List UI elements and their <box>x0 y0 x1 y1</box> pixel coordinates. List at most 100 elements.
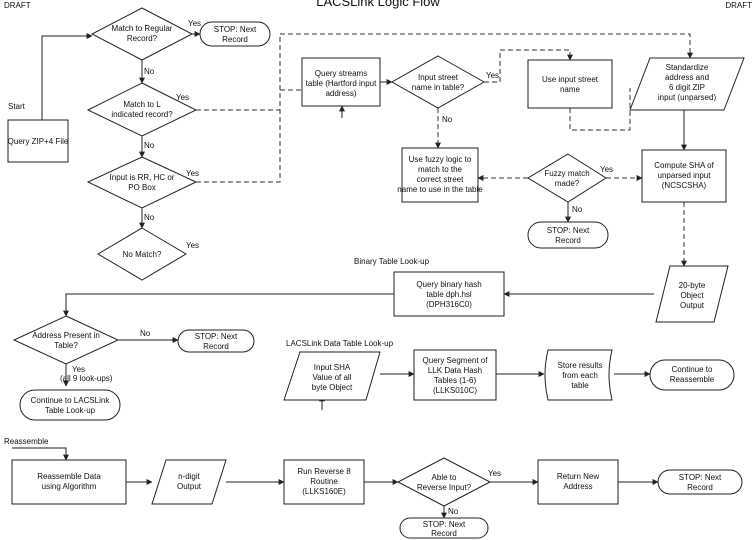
node-query-binary-label-2: table dph.hsl <box>426 290 472 299</box>
node-fuzzy-logic-label-1: Use fuzzy logic to <box>409 155 472 164</box>
node-return-new: Return New Address <box>537 459 619 505</box>
node-stop1-label-1: STOP: Next <box>214 25 257 34</box>
edge-label-yes-2: Yes <box>176 93 189 102</box>
edge-label-yes-3: Yes <box>186 169 199 178</box>
node-query-street-label-1: Query streams <box>315 69 367 78</box>
node-digit-output-label-2: Output <box>177 482 202 491</box>
node-standardize-label-4: input (unparsed) <box>658 93 717 102</box>
node-run-reverse-label-1: Run Reverse 8 <box>297 467 351 476</box>
node-stop3-label-2: Record <box>203 342 229 351</box>
edge-street-yes <box>484 49 573 83</box>
edge-label-no-4: No <box>442 115 453 124</box>
edge-label-no-2: No <box>144 141 155 150</box>
section-start: Start <box>8 102 26 111</box>
edge-use-street-down <box>569 88 631 131</box>
node-digit-output: n-digit Output <box>151 459 227 505</box>
node-query-street: Query streams table (Hartford input addr… <box>301 57 381 107</box>
node-input-street-label-2: name in table? <box>412 83 465 92</box>
node-use-street-label-1: Use input street <box>542 75 599 84</box>
node-match-lacs-label-2: indicated record? <box>111 110 173 119</box>
node-query-segment: Query Segment of LLK Data Hash Tables (1… <box>413 349 497 401</box>
node-stop2: STOP: Next Record <box>527 221 609 249</box>
node-stop5: STOP: Next Record <box>399 517 489 539</box>
node-fuzzy-logic-label-3: correct street <box>417 175 464 184</box>
node-return-new-label-1: Return New <box>557 472 599 481</box>
node-fuzzy-made: Fuzzy match made? <box>527 153 607 203</box>
edge-label-yes-7: Yes <box>72 365 85 374</box>
node-stop5-label-2: Record <box>431 529 457 538</box>
edge-label-yes-8: Yes <box>488 469 501 478</box>
node-query-binary: Query binary hash table dph.hsl (DPH316C… <box>393 271 505 317</box>
node-continue-reassemble-label-1: Continue to <box>672 365 713 374</box>
node-compute-sha-label-3: (NCSCSHA) <box>662 181 707 190</box>
node-no-match-label: No Match? <box>123 250 162 259</box>
edge-label-all9: (all 9 look-ups) <box>60 374 113 383</box>
node-standardize: Standardize address and 6 digit ZIP inpu… <box>629 57 745 111</box>
node-store-results-label-2: from each <box>562 371 598 380</box>
node-run-reverse-label-2: Routine <box>310 477 338 486</box>
node-query-binary-label-1: Query binary hash <box>416 280 481 289</box>
node-digit-output-label-1: n-digit <box>178 472 201 481</box>
node-input-sha-label-1: Input SHA <box>314 363 351 372</box>
section-lacs-data: LACSLink Data Table Look-up <box>286 339 394 348</box>
node-no-match: No Match? <box>97 227 187 281</box>
node-match-regular-label-1: Match to Regular <box>112 24 173 33</box>
edge-label-yes-6: Yes <box>600 165 613 174</box>
corner-label-left: DRAFT <box>4 1 31 10</box>
node-obj20-label-3: Output <box>680 301 705 310</box>
node-obj20: 20-byte Object Output <box>655 265 729 323</box>
node-query-binary-label-3: (DPH316C0) <box>426 300 472 309</box>
node-fuzzy-logic-label-2: match to the <box>418 165 463 174</box>
node-match-lacs: Match to L indicated record? <box>86 82 198 137</box>
edge-label-no-3: No <box>144 213 155 222</box>
edge-reassemble-in <box>12 447 69 461</box>
node-fuzzy-made-label-2: made? <box>555 179 580 188</box>
node-able-reverse-label-1: Able to <box>432 473 457 482</box>
node-reassemble-data: Reassemble Data using Algorithm <box>11 459 127 505</box>
node-continue-reassemble-label-2: Reassemble <box>670 375 715 384</box>
node-continue-lacs-label-2: Table Look-up <box>45 406 96 415</box>
node-query-street-label-3: address) <box>325 89 356 98</box>
node-query-street-label-2: table (Hartford input <box>306 79 377 88</box>
node-compute-sha-label-2: unparsed input <box>658 171 712 180</box>
node-fuzzy-logic: Use fuzzy logic to match to the correct … <box>397 147 483 203</box>
node-compute-sha: Compute SHA of unparsed input (NCSCSHA) <box>641 149 727 203</box>
node-obj20-label-1: 20-byte <box>679 281 706 290</box>
edge-labels: Yes No Yes No Yes No Yes Yes No Yes No N… <box>60 19 613 516</box>
node-standardize-label-1: Standardize <box>666 63 709 72</box>
edge-label-no-1: No <box>144 67 155 76</box>
node-stop4-label-1: STOP: Next <box>679 473 722 482</box>
node-able-reverse-label-2: Reverse Input? <box>417 483 472 492</box>
node-stop1: STOP: Next Record <box>199 21 271 47</box>
node-continue-lacs-label-1: Continue to LACSLink <box>31 396 111 405</box>
edge-label-yes-1: Yes <box>188 19 201 28</box>
section-binary: Binary Table Look-up <box>354 257 430 266</box>
node-store-results-label-1: Store results <box>558 361 603 370</box>
node-address-label-1: Address Present in <box>32 331 100 340</box>
edge-label-yes-5: Yes <box>486 71 499 80</box>
edge-label-no-5: No <box>572 205 583 214</box>
node-input-sha-label-2: Value of all <box>313 373 352 382</box>
node-query-segment-label-1: Query Segment of <box>423 356 489 365</box>
node-query-zip4: Query ZIP+4 File <box>7 119 69 163</box>
node-continue-reassemble: Continue to Reassemble <box>649 359 735 391</box>
node-input-street-in-table: Input street name in table? <box>390 55 486 109</box>
node-stop3: STOP: Next Record <box>177 329 255 353</box>
page-title: LACSLink Logic Flow <box>316 0 440 9</box>
node-reassemble-label-2: using Algorithm <box>42 482 97 491</box>
node-fuzzy-made-label-1: Fuzzy match <box>544 169 589 178</box>
node-input-rr-label-1: Input is RR, HC or <box>110 173 175 182</box>
node-compute-sha-label-1: Compute SHA of <box>654 161 714 170</box>
node-query-segment-label-3: Tables (1-6) <box>434 376 477 385</box>
node-able-reverse: Able to Reverse Input? <box>396 457 492 507</box>
node-use-input-street: Use input street name <box>527 59 613 109</box>
node-input-sha-label-3: byte Object <box>312 383 353 392</box>
node-stop4-label-2: Record <box>687 483 713 492</box>
edge-input-rr-yes <box>196 33 693 183</box>
edges <box>12 31 693 519</box>
node-match-regular: Match to Regular Record? <box>90 7 194 61</box>
node-stop4: STOP: Next Record <box>657 469 743 495</box>
node-use-street-label-2: name <box>560 85 581 94</box>
node-run-reverse: Run Reverse 8 Routine (LLKS160E) <box>283 459 365 505</box>
